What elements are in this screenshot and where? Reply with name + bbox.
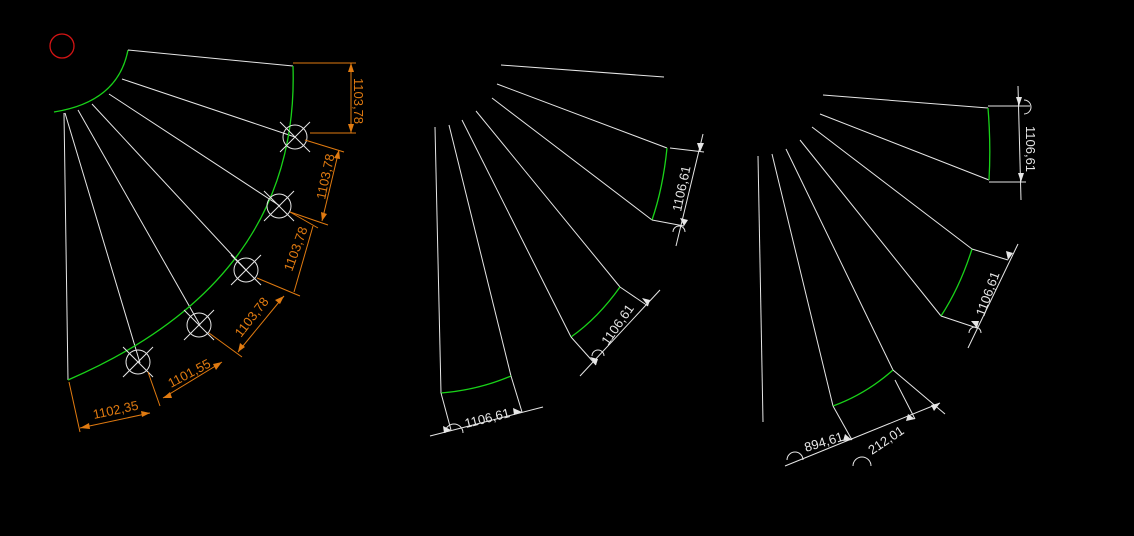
cross-marker: [230, 254, 262, 286]
inner-arc: [53, 49, 129, 113]
cross-marker: [183, 309, 215, 341]
dimension-label: 212,01: [865, 423, 906, 458]
dimension-label: 1106,61: [598, 301, 637, 347]
cross-marker: [279, 121, 311, 153]
arc-segments: [832, 107, 991, 407]
dimension-lines-orange: [68, 62, 356, 433]
dimension-lines-white: [784, 85, 1032, 467]
red-circle-marker: [49, 33, 75, 59]
dimension-label: 1106,61: [463, 405, 511, 431]
fan-drawing-3: 1106,61 1106,61 894,61 212,01: [757, 85, 1038, 467]
dimension-label: 1106,61: [973, 270, 1003, 318]
dimension-label: 894,61: [802, 429, 844, 455]
dimension-label: 1101,55: [165, 356, 213, 391]
dimension-label: 1103,78: [313, 152, 337, 200]
radial-lines: [434, 64, 668, 394]
dimension-lines-white: [429, 133, 705, 437]
dimension-label: 1106,61: [1023, 126, 1038, 172]
radial-lines: [63, 49, 296, 381]
dimension-label: 1103,78: [232, 294, 272, 340]
radial-lines: [757, 94, 990, 423]
cross-marker: [263, 190, 295, 222]
fan-drawing-2: 1106,61 1106,61 1106,61: [429, 64, 705, 437]
fan-drawing-1: 1103,78 1103,78 1103,78 1103,78 1101,55 …: [49, 33, 366, 433]
arc-segments: [440, 147, 668, 394]
outer-arc: [67, 65, 294, 381]
dimension-label: 1102,35: [92, 398, 140, 422]
dimension-label: 1103,78: [351, 78, 366, 124]
